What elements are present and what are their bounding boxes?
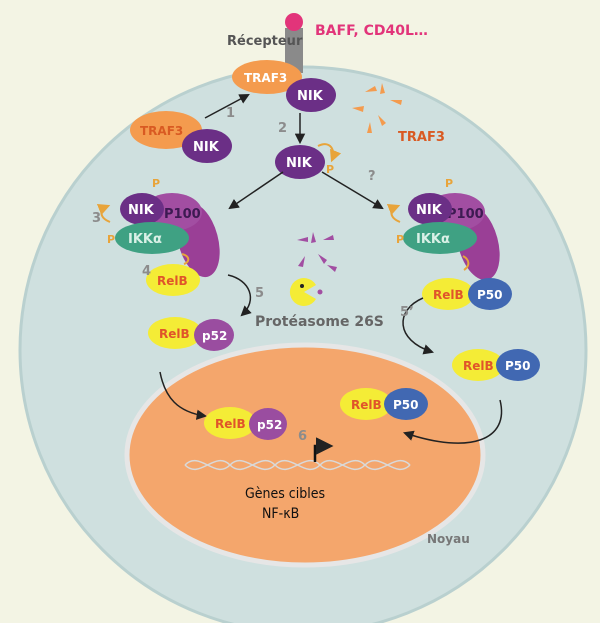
traf3-free-label: TRAF3 (140, 124, 183, 138)
step5p-arrow (402, 297, 434, 355)
nik-at-receptor (286, 78, 336, 112)
ligand-label: BAFF, CD40L… (315, 23, 428, 39)
step2-number: 2 (278, 121, 287, 136)
nik-phospho-label: NIK (286, 156, 313, 171)
relb-p50-nuclear-relb (340, 388, 392, 420)
branch-left-arrow (228, 171, 284, 210)
step6-number: 6 (298, 429, 307, 444)
svg-text:P: P (445, 177, 453, 190)
relb-p50-import-arrow (403, 399, 503, 444)
left-ikka-label: IKKα (128, 232, 162, 247)
relb-p50-cyto-p50 (496, 349, 540, 381)
right-nik-label: NIK (416, 203, 443, 218)
proteasome-label: Protéasome 26S (255, 314, 384, 330)
right-ikka-label: IKKα (416, 232, 450, 247)
svg-text:RelB: RelB (215, 417, 246, 431)
svg-text:P: P (152, 177, 160, 190)
svg-text:P: P (396, 233, 404, 246)
left-relb-label: RelB (157, 274, 188, 288)
receptor (285, 28, 303, 73)
nik-at-receptor-label: NIK (297, 89, 324, 104)
nucleus-label: Noyau (427, 532, 470, 546)
svg-text:RelB: RelB (351, 398, 382, 412)
traf3-at-receptor-label: TRAF3 (244, 71, 287, 85)
target-genes-line1: Gènes cibles (245, 486, 325, 502)
svg-text:P: P (107, 233, 115, 246)
relb-p52-nuclear-p52 (249, 408, 287, 440)
step5p-number: 5’ (400, 305, 414, 320)
traf3-degraded-label: TRAF3 (398, 130, 445, 145)
traf3-at-receptor (232, 60, 302, 94)
proteasome-fragments (297, 232, 337, 272)
relb-p50-cyto-relb (452, 349, 504, 381)
receptor-label: Récepteur (227, 34, 303, 49)
relb-p52-cyto-relb (148, 317, 202, 349)
right-relb-label: RelB (433, 288, 464, 302)
svg-text:RelB: RelB (463, 359, 494, 373)
svg-text:p52: p52 (257, 418, 282, 432)
transcription-start-arrow (313, 437, 334, 462)
branch-right-arrow (321, 171, 384, 210)
target-genes-line2: NF-κB (262, 506, 299, 522)
step5-number: 5 (255, 286, 264, 301)
question-mark: ? (368, 169, 376, 184)
svg-text:P50: P50 (505, 359, 531, 373)
relb-p52-cyto-p52 (194, 319, 234, 351)
right-complex: P100 NIK IKKα RelB P50 P P (386, 177, 512, 310)
step1-arrow (204, 94, 250, 119)
traf3-fragments (352, 83, 402, 133)
nik-phospho-p: P (326, 163, 334, 176)
step5-arrow (227, 274, 252, 317)
nik-autophospho-arrow (317, 143, 342, 163)
left-complex: P100 NIK IKKα RelB P P (96, 177, 220, 296)
proteasome-icon (289, 278, 316, 306)
svg-text:RelB: RelB (159, 327, 190, 341)
svg-text:p52: p52 (202, 329, 227, 343)
dna-helix (184, 459, 411, 471)
relb-p50-nuclear-p50 (384, 388, 428, 420)
relb-p52-nuclear-relb (204, 407, 256, 439)
nik-phospho (275, 145, 325, 179)
left-nik-label: NIK (128, 203, 155, 218)
nik-free (182, 129, 232, 163)
ligand (285, 13, 303, 31)
relb-p52-import-arrow (159, 371, 208, 420)
step3-number: 3 (92, 211, 101, 226)
step4-number: 4 (142, 264, 151, 279)
nik-free-label: NIK (193, 140, 220, 155)
left-p100-label: P100 (164, 207, 201, 222)
step1-number: 1 (226, 106, 235, 121)
right-p100-label: P100 (447, 207, 484, 222)
svg-text:P50: P50 (393, 398, 419, 412)
right-p50-label: P50 (477, 288, 503, 302)
